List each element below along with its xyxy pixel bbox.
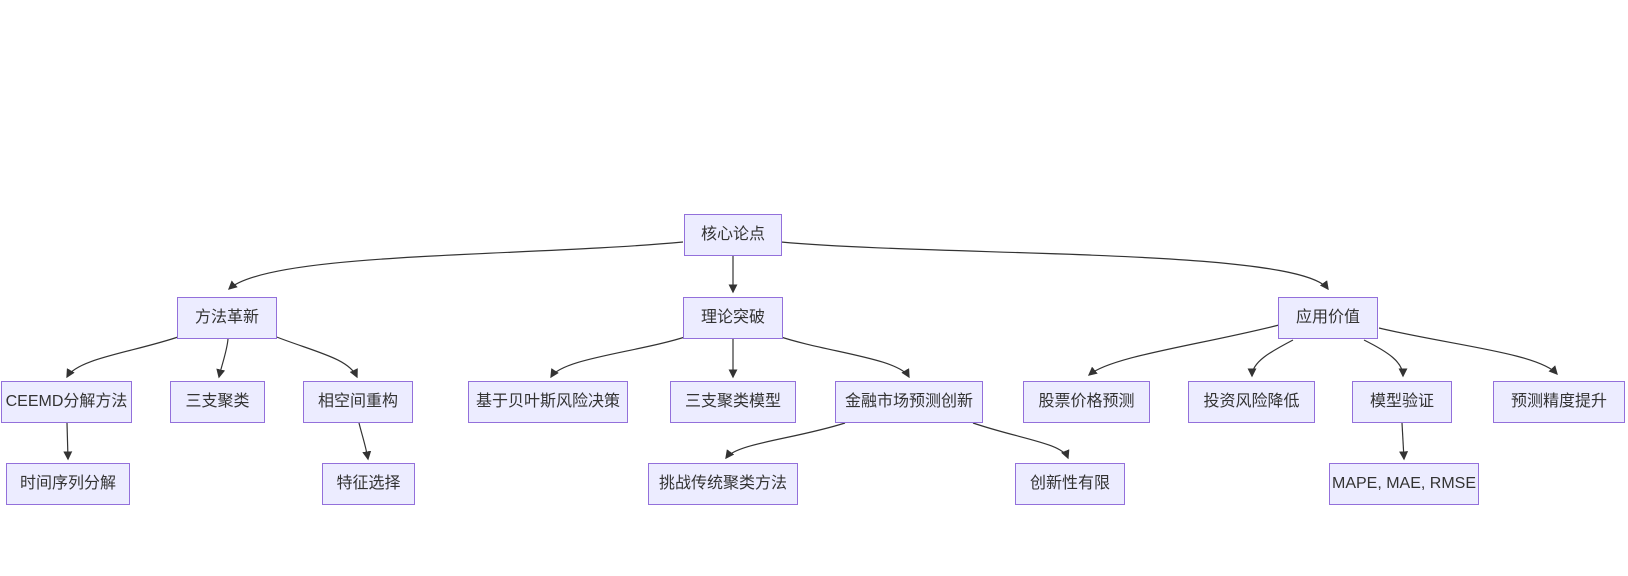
edge-theory-to-bayes <box>550 335 689 379</box>
node-limited-novelty: 创新性有限 <box>1015 463 1125 505</box>
node-stock-price-prediction: 股票价格预测 <box>1023 381 1150 423</box>
node-core-argument: 核心论点 <box>684 214 782 256</box>
edge-app-to-precision <box>1378 327 1558 375</box>
node-evaluation-metrics: MAPE, MAE, RMSE <box>1329 463 1479 505</box>
node-three-way-clustering-model: 三支聚类模型 <box>670 381 796 423</box>
edge-method-to-ceemd <box>66 335 182 379</box>
edge-app-to-stock <box>1087 324 1280 376</box>
edge-theory-to-finance <box>777 335 910 379</box>
edge-finance-to-novelty <box>972 422 1070 460</box>
edge-app-to-risk <box>1247 339 1294 378</box>
edge-finance-to-challenge <box>725 422 846 460</box>
edge-ceemd-to-timeseries <box>63 422 73 461</box>
node-feature-selection: 特征选择 <box>322 463 415 505</box>
edge-core-to-application <box>780 241 1329 291</box>
node-application-value: 应用价值 <box>1278 297 1378 339</box>
node-bayesian-risk-decision: 基于贝叶斯风险决策 <box>468 381 628 423</box>
node-forecast-accuracy-improvement: 预测精度提升 <box>1493 381 1625 423</box>
node-financial-market-forecast-innovation: 金融市场预测创新 <box>835 381 983 423</box>
edge-phasespace-to-feature <box>358 422 372 461</box>
edge-validation-to-metrics <box>1399 422 1409 461</box>
node-time-series-decomposition: 时间序列分解 <box>6 463 130 505</box>
node-phase-space-reconstruction: 相空间重构 <box>303 381 413 423</box>
node-ceemd-decomposition: CEEMD分解方法 <box>1 381 132 423</box>
edge-core-to-method <box>227 241 684 290</box>
node-theoretical-breakthrough: 理论突破 <box>683 297 783 339</box>
edge-method-to-threeway <box>216 338 229 379</box>
node-challenge-traditional-clustering: 挑战传统聚类方法 <box>648 463 798 505</box>
node-investment-risk-reduction: 投资风险降低 <box>1188 381 1315 423</box>
node-model-validation: 模型验证 <box>1352 381 1452 423</box>
edge-app-to-validation <box>1363 339 1408 378</box>
node-method-innovation: 方法革新 <box>177 297 277 339</box>
edge-method-to-phasespace <box>273 335 358 379</box>
node-three-way-clustering: 三支聚类 <box>170 381 265 423</box>
